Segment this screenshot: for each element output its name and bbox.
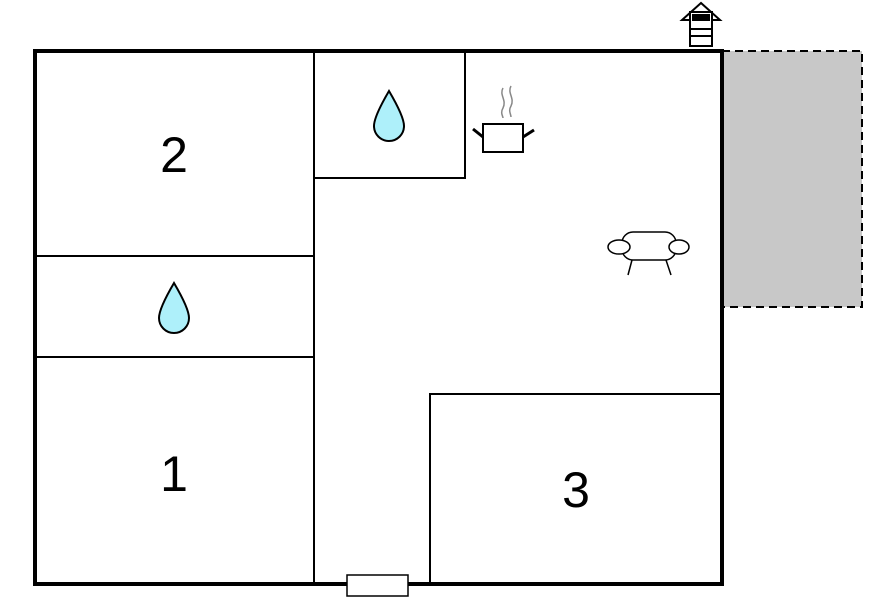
door-icon <box>346 574 409 597</box>
room-label-2: 2 <box>160 127 188 183</box>
water-drop-icon <box>372 89 406 142</box>
chimney-icon <box>679 1 723 47</box>
water-drop-icon <box>157 281 191 334</box>
cooking-pot-icon <box>472 85 535 153</box>
room-label-3: 3 <box>562 462 590 518</box>
sofa-icon <box>607 231 690 276</box>
wall-bathroom-top <box>314 51 466 179</box>
interior-walls <box>35 51 722 584</box>
terrace-area <box>721 50 863 308</box>
outer-wall <box>33 49 724 586</box>
wall-room3 <box>429 393 722 584</box>
room-label-1: 1 <box>160 446 188 502</box>
